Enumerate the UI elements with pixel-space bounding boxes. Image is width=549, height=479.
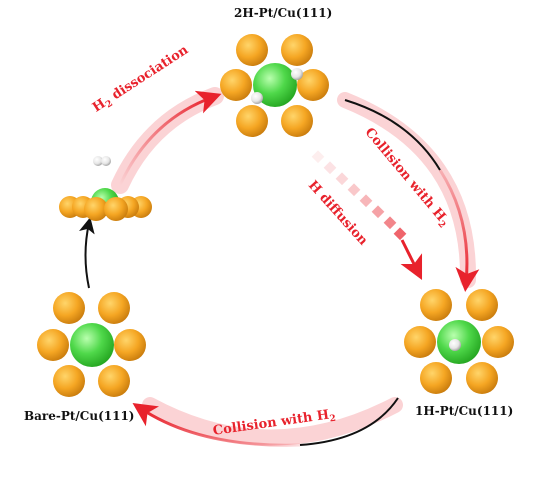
dissociation-arrow-glow <box>111 87 224 194</box>
collision-bottom-arrow-dark <box>299 397 399 446</box>
collision-bottom-subscript: 2 <box>328 413 337 425</box>
label-bare-pt-cu: Bare-Pt/Cu(111) <box>24 409 135 423</box>
dissociation-arrow <box>118 90 222 186</box>
adsorption-arrow <box>79 217 95 289</box>
cluster-1h <box>404 289 514 394</box>
hydrogen-atom <box>449 339 461 351</box>
collision-right-arrow <box>438 169 480 292</box>
cluster-side-view <box>59 156 152 221</box>
collision-bottom-arrow-glow <box>142 397 403 446</box>
hydrogen-atom <box>251 92 263 104</box>
cluster-2h <box>220 34 329 137</box>
h2-molecule <box>101 156 111 166</box>
cluster-bare <box>37 292 146 397</box>
diffusion-arrow <box>311 150 423 281</box>
label-2h-pt-cu: 2H-Pt/Cu(111) <box>234 6 333 20</box>
collision-right-arrow-dark <box>344 99 441 171</box>
label-1h-pt-cu: 1H-Pt/Cu(111) <box>415 404 514 418</box>
hydrogen-atom <box>291 68 303 80</box>
h2-molecule <box>93 156 103 166</box>
collision-bottom-arrow <box>132 403 301 447</box>
